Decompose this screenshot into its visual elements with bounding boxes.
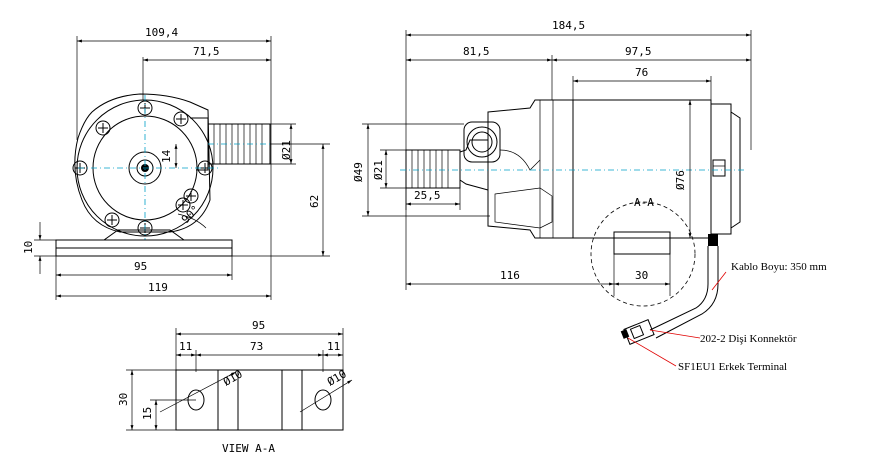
dim-base-width: 119 [148, 281, 168, 294]
dim-left-margin: 11 [179, 340, 192, 353]
dim-outlet-dia: Ø21 [280, 140, 293, 160]
dim-hole-dia-left: Ø10 [221, 367, 245, 388]
dim-hole-height: 15 [141, 407, 154, 420]
dim-inlet-offset: 14 [160, 149, 173, 163]
view-title: VIEW A-A [222, 442, 275, 455]
dim-hole-dia-right: Ø10 [325, 367, 349, 388]
dim-flange-dia: Ø49 [352, 162, 365, 182]
dim-overall-width: 109,4 [145, 26, 178, 39]
dim-inlet-dia: Ø21 [372, 160, 385, 180]
dim-right-margin: 11 [327, 340, 340, 353]
dim-angle: 90° [179, 203, 202, 226]
dim-total-length: 184,5 [552, 19, 585, 32]
section-label: A-A [634, 196, 654, 209]
dim-foot-height: 10 [22, 241, 35, 254]
dim-front-length: 81,5 [463, 45, 490, 58]
dim-aa-width: 95 [252, 319, 265, 332]
dim-motor-length: 97,5 [625, 45, 652, 58]
side-view: 184,5 81,5 97,5 76 [352, 19, 827, 373]
dim-hole-spacing: 73 [250, 340, 263, 353]
dim-foot-len: 30 [635, 269, 648, 282]
dim-motor-dia: Ø76 [674, 170, 687, 190]
dim-inlet-length: 25,5 [414, 189, 441, 202]
connector-icon [620, 319, 655, 345]
note-cable: Kablo Boyu: 350 mm [731, 261, 827, 273]
dim-to-foot: 116 [500, 269, 520, 282]
dim-aa-height: 30 [117, 393, 130, 406]
hole-icon [187, 389, 332, 411]
front-view: 109,4 71,5 [22, 26, 330, 300]
dim-body-length: 76 [635, 66, 648, 79]
note-connector: 202-2 Dişi Konnektör [700, 333, 797, 345]
note-terminal: SF1EU1 Erkek Terminal [678, 361, 787, 373]
dim-center-to-outlet: 71,5 [193, 45, 220, 58]
dim-height: 62 [308, 195, 321, 208]
view-aa: 95 11 73 11 Ø10 Ø10 30 15 VIEW A-A [117, 319, 353, 455]
dim-foot-width: 95 [134, 260, 147, 273]
